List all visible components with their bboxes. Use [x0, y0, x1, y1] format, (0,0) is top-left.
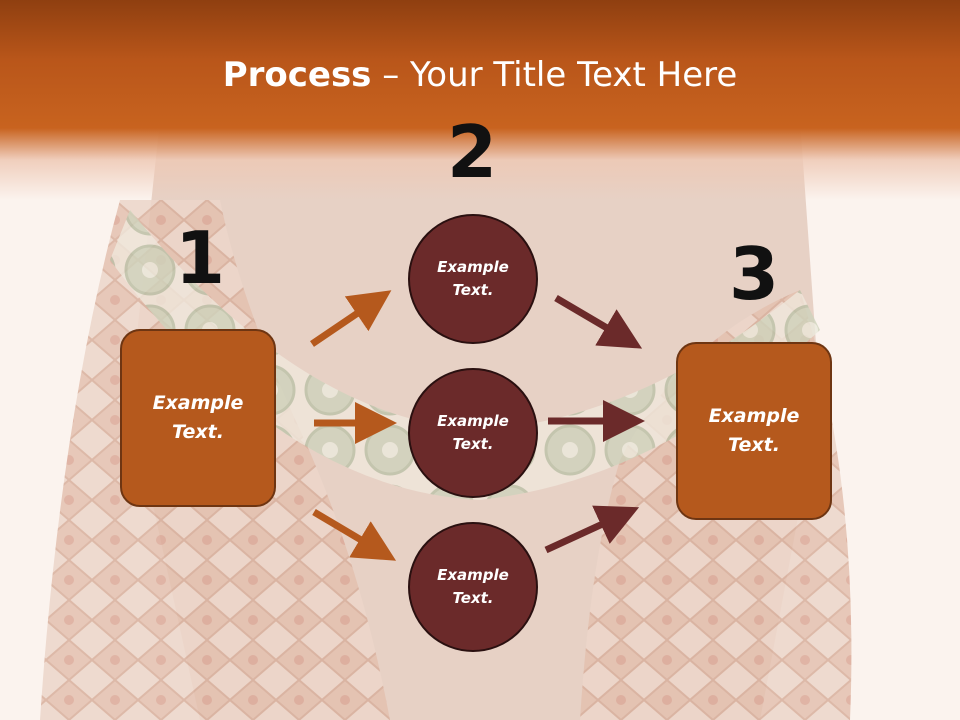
process-circle-bottom: Example Text.	[408, 522, 538, 652]
arrow-from-top-circle	[554, 294, 643, 349]
circle-bottom-text: Example Text.	[437, 566, 509, 607]
slide-title: Process – Your Title Text Here	[0, 52, 960, 98]
right-box-text: Example Text.	[708, 405, 800, 456]
circle-middle-text: Example Text.	[437, 412, 509, 453]
step-number-2: 2	[446, 110, 498, 194]
arrow-to-bottom-circle	[312, 508, 397, 561]
left-box-text: Example Text.	[152, 392, 244, 443]
step-number-3: 3	[728, 232, 780, 316]
left-process-box: Example Text.	[120, 329, 276, 507]
circle-top-text: Example Text.	[437, 258, 509, 299]
process-circle-middle: Example Text.	[408, 368, 538, 498]
title-rest: – Your Title Text Here	[371, 55, 738, 95]
title-band	[0, 0, 960, 200]
right-process-box: Example Text.	[676, 342, 832, 520]
arrow-to-top-circle	[310, 290, 392, 347]
title-bold: Process	[222, 55, 372, 95]
arrow-from-bottom-circle	[544, 505, 640, 554]
process-circle-top: Example Text.	[408, 214, 538, 344]
step-number-1: 1	[174, 216, 226, 300]
